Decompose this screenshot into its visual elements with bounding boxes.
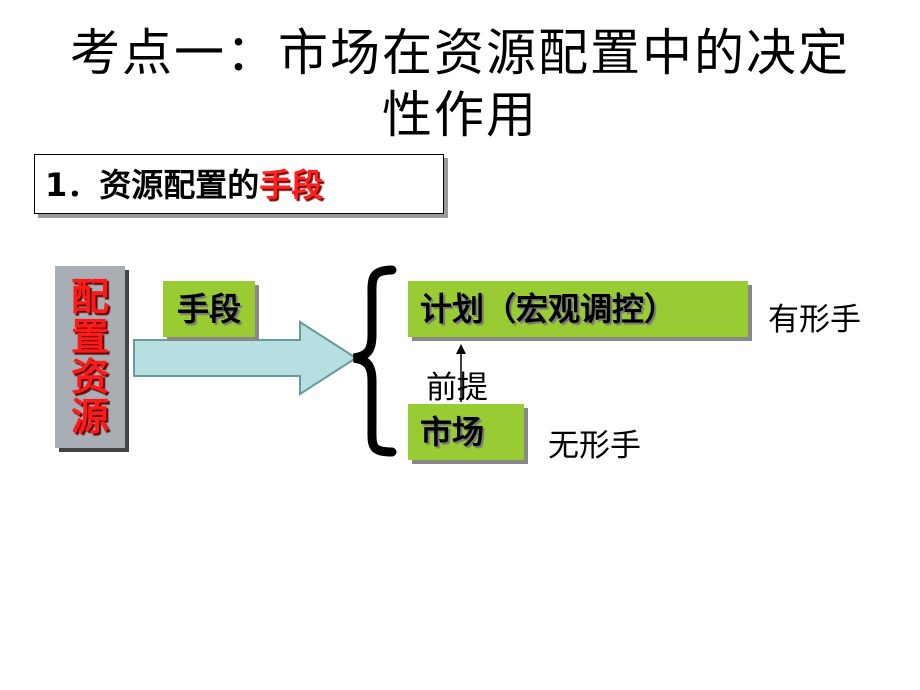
curly-brace-icon [353, 265, 397, 457]
section-heading-highlight: 手段 [259, 166, 324, 204]
market-note: 无形手 [548, 428, 641, 464]
right-arrow-icon [133, 320, 358, 396]
vertical-char: 资 [70, 355, 109, 399]
title-line-2: 性作用 [382, 86, 538, 144]
vertical-char: 源 [70, 395, 109, 439]
plan-box: 计划（宏观调控） [408, 281, 748, 337]
market-label: 市场 [420, 413, 485, 451]
allocate-resources-box: 配 置 资 源 [55, 266, 125, 448]
means-box: 手段 [163, 281, 255, 337]
means-label: 手段 [176, 290, 241, 328]
section-heading-prefix: 1．资源配置的 [45, 166, 260, 204]
section-heading: 1．资源配置的手段 [34, 154, 444, 214]
plan-label: 计划（宏观调控） [420, 290, 677, 328]
market-box: 市场 [408, 404, 524, 460]
title-line-1: 考点一：市场在资源配置中的决定 [70, 24, 850, 82]
vertical-char: 配 [70, 275, 109, 319]
vertical-char: 置 [70, 315, 109, 359]
premise-arrow-head-icon [456, 344, 466, 354]
premise-label: 前提 [426, 370, 488, 406]
plan-note: 有形手 [768, 302, 861, 338]
slide-title: 考点一：市场在资源配置中的决定 性作用 [40, 22, 880, 146]
